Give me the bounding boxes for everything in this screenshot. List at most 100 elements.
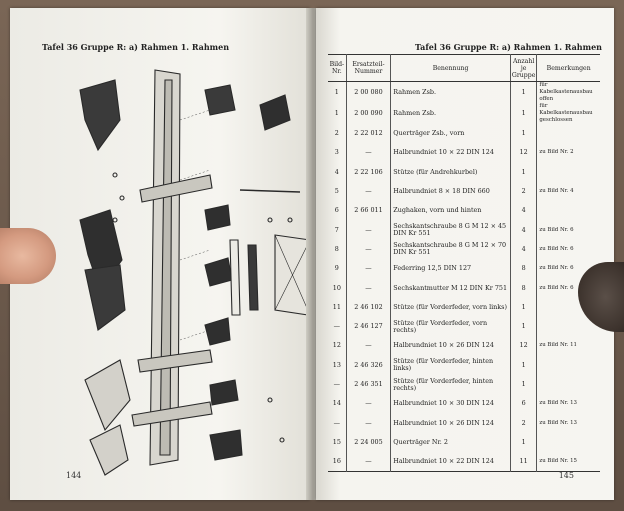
cell-name: Federring 12,5 DIN 127 xyxy=(390,259,511,279)
cell-part: — xyxy=(345,452,391,472)
cell-qty: 1 xyxy=(509,316,537,337)
cell-remarks: zu Bild Nr. 4 xyxy=(536,181,600,202)
cell-qty: 1 xyxy=(509,162,537,182)
cell-remarks: zu Bild Nr. 2 xyxy=(536,143,600,163)
cell-part: — xyxy=(345,239,391,260)
cell-part: — xyxy=(345,259,391,279)
cell-remarks: zu Bild Nr. 15 xyxy=(536,452,600,472)
cell-qty: 2 xyxy=(509,181,537,202)
cell-name: Halbrundniet 8 × 18 DIN 660 xyxy=(390,181,511,202)
cell-remarks: zu Bild Nr. 13 xyxy=(536,413,600,433)
cell-nr: 1 xyxy=(334,109,339,117)
cell-nr: — xyxy=(333,322,341,331)
left-page: Tafel 36 Gruppe R: a) Rahmen 1. Rahmen xyxy=(10,8,310,500)
cell-qty: 2 xyxy=(509,413,537,433)
cell-remarks: für Kabelkastenausbau geschlossen xyxy=(536,103,600,124)
cell-nr: — xyxy=(333,380,341,388)
cell-part: 2 00 090 xyxy=(345,103,391,124)
cell-qty: 1 xyxy=(509,432,537,453)
cell-nr: 4 xyxy=(334,167,339,176)
cell-remarks: zu Bild Nr. 6 xyxy=(536,220,600,240)
cell-nr: 9 xyxy=(334,264,339,273)
column-header-remarks: Bemerkungen xyxy=(536,54,600,82)
cell-qty: 1 xyxy=(509,124,537,144)
cell-name: Stütze (für Vorderfeder, hinten rechts) xyxy=(390,374,511,395)
cell-part: — xyxy=(345,220,391,240)
cell-part: — xyxy=(345,394,391,414)
open-book: Tafel 36 Gruppe R: a) Rahmen 1. Rahmen xyxy=(10,8,614,500)
column-header-qty: Anzahl je Gruppe xyxy=(509,54,537,82)
cell-name: Zughaken, vorn und hinten xyxy=(390,201,511,221)
cell-name: Rahmen Zsb. xyxy=(390,103,511,124)
right-page: Tafel 36 Gruppe R: a) Rahmen 1. Rahmen B… xyxy=(316,8,614,500)
cell-nr: 15 xyxy=(332,437,341,446)
cell-name: Stütze (für Vorderfeder, hinten links) xyxy=(390,355,511,375)
column-header-part: Ersatzteil-Nummer xyxy=(345,54,391,82)
cell-qty: 8 xyxy=(509,259,537,279)
cell-remarks: zu Bild Nr. 11 xyxy=(536,336,600,356)
table-header-row: Bild-Nr. Ersatzteil-Nummer Benennung Anz… xyxy=(328,54,600,82)
cell-nr: 2 xyxy=(334,129,339,138)
cell-part: 2 46 351 xyxy=(345,374,391,395)
cell-part: 2 46 102 xyxy=(345,297,391,317)
cell-nr: 3 xyxy=(334,148,339,157)
cell-nr: 11 xyxy=(332,302,341,311)
cell-name: Sechskantschraube 8 G M 12 × 70 DIN Kr 5… xyxy=(390,239,511,260)
cell-nr: 6 xyxy=(334,206,339,215)
column-header-name: Benennung xyxy=(390,54,511,82)
cell-remarks xyxy=(536,374,600,395)
cell-nr: 7 xyxy=(334,225,339,234)
cell-qty: 1 xyxy=(509,355,537,375)
cell-qty: 4 xyxy=(509,220,537,240)
cell-nr: 8 xyxy=(334,244,339,253)
column-header-nr: Bild-Nr. xyxy=(328,54,347,82)
frame-exploded-diagram xyxy=(79,69,310,476)
cell-name: Halbrundniet 10 × 26 DIN 124 xyxy=(390,413,511,433)
cell-part: — xyxy=(345,181,391,202)
thumb-left xyxy=(0,228,56,284)
table-row: 8 —Sechskantschraube 8 G M 12 × 70 DIN Kr… xyxy=(328,239,600,260)
cell-part: 2 00 080 xyxy=(345,81,391,103)
cell-nr: 1 xyxy=(334,88,339,96)
cell-nr: 10 xyxy=(332,283,341,292)
cell-qty: 1 xyxy=(509,103,537,124)
cell-remarks xyxy=(536,432,600,453)
cell-part: — xyxy=(345,143,391,163)
cell-name: Halbrundniet 10 × 22 DIN 124 xyxy=(390,143,511,163)
cell-remarks xyxy=(536,124,600,144)
cell-nr: — xyxy=(333,418,341,427)
cell-remarks xyxy=(536,162,600,182)
parts-table: Bild-Nr. Ersatzteil-Nummer Benennung Anz… xyxy=(328,54,600,473)
cell-part: — xyxy=(345,336,391,356)
left-page-header: Tafel 36 Gruppe R: a) Rahmen 1. Rahmen xyxy=(42,42,230,52)
cell-nr: 5 xyxy=(334,187,339,196)
cell-remarks xyxy=(536,201,600,221)
right-page-header: Tafel 36 Gruppe R: a) Rahmen 1. Rahmen xyxy=(414,42,602,52)
cell-name: Halbrundniet 10 × 26 DIN 124 xyxy=(390,336,511,356)
cell-name: Stütze (für Andrehkurbel) xyxy=(390,162,511,182)
cell-remarks: für Kabelkastenausbau offen xyxy=(536,81,600,103)
cell-nr: 13 xyxy=(332,360,341,369)
table-row: 7—Sechskantschraube 8 G M 12 × 45 DIN Kr… xyxy=(328,220,600,240)
cell-qty: 12 xyxy=(509,336,537,356)
cell-name: Halbrundniet 10 × 22 DIN 124 xyxy=(390,452,511,472)
cell-remarks xyxy=(536,316,600,337)
cell-part: 2 22 106 xyxy=(345,162,391,182)
cell-qty: 1 xyxy=(509,374,537,395)
cell-part: 2 46 326 xyxy=(345,355,391,375)
left-page-number: 144 xyxy=(66,471,82,480)
cell-qty: 1 xyxy=(509,297,537,317)
cell-nr: 12 xyxy=(332,341,341,350)
